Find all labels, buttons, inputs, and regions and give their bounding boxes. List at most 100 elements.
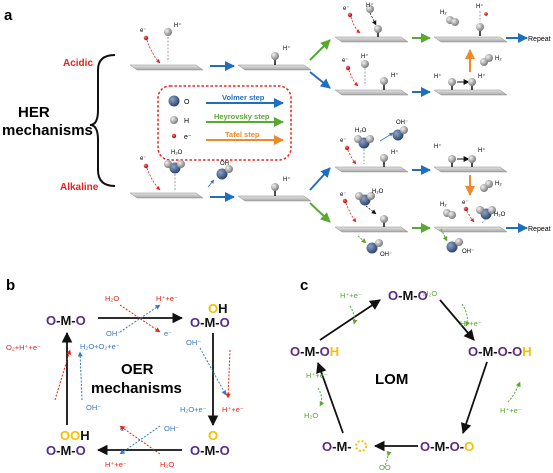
acidic-hplus-label: H⁺ [174, 22, 182, 29]
svg-text:OH⁻: OH⁻ [220, 161, 232, 167]
svg-text:OH⁻: OH⁻ [86, 403, 101, 412]
svg-text:H⁺: H⁺ [476, 3, 484, 10]
oer-label-hpe-3: H⁺+e⁻ [105, 460, 127, 469]
svg-text:e⁻: e⁻ [140, 156, 147, 162]
alkaline-heyrovsky-slab: e⁻ H₂O [334, 189, 409, 233]
legend-o-label: O [184, 99, 190, 106]
oer-label-h2oe: H₂O+e⁻ [180, 405, 207, 414]
acidic-e-label: e⁻ [140, 28, 147, 34]
svg-text:H⁺: H⁺ [434, 143, 442, 150]
svg-text:H₂O: H₂O [355, 128, 367, 134]
acidic-h2-label-1: H₂ [440, 10, 447, 16]
svg-text:OH⁻: OH⁻ [462, 249, 474, 255]
lom-species-right: O-M-O-OH [468, 344, 532, 359]
alkaline-hads-slab: H⁺ [237, 176, 312, 202]
her-title-line2: mechanisms [2, 122, 93, 139]
acidic-tafel-slab: H⁺ H⁺ [433, 73, 508, 96]
panel-label-c: c [300, 277, 308, 294]
svg-text:H₂: H₂ [495, 181, 502, 187]
oxygen-vacancy-icon [355, 440, 367, 452]
alkaline-initial-slab: e⁻ H₂O [129, 150, 204, 199]
lom-species-bottom-left: O-M- [322, 439, 367, 454]
volmer-arrow-acidic-2 [309, 71, 331, 89]
svg-text:H⁺: H⁺ [391, 149, 399, 156]
oer-species-bottom-right: O O-M-O [190, 428, 230, 458]
svg-text:O-M-O-O: O-M-O-O [420, 439, 474, 454]
lom-label-hpe-3: H⁺+e⁻ [306, 371, 328, 380]
svg-text:H₂O: H₂O [372, 189, 384, 195]
acidic-label: Acidic [63, 58, 93, 69]
oer-center-line1: OER [121, 361, 154, 378]
lom-species-left: O-M-OH [290, 344, 339, 359]
alkaline-tafel-slab: H⁺ H⁺ [433, 143, 508, 173]
svg-text:O-M-O: O-M-O [190, 443, 230, 458]
svg-text:OOH: OOH [60, 428, 90, 443]
svg-text:H⁺: H⁺ [478, 73, 486, 80]
lom-center: LOM [375, 371, 408, 388]
svg-text:OH⁻: OH⁻ [396, 120, 408, 126]
svg-text:e⁻: e⁻ [342, 58, 349, 64]
svg-text:H₂O: H₂O [494, 212, 506, 218]
svg-text:OH⁻: OH⁻ [164, 424, 179, 433]
legend-e-label: e⁻ [184, 134, 192, 141]
alkaline-label: Alkaline [60, 182, 99, 193]
svg-text:H₂O: H₂O [171, 150, 183, 156]
oer-label-hpe-1: H⁺+e⁻ [156, 294, 178, 303]
svg-text:O: O [208, 428, 218, 443]
legend-h-label: H [184, 118, 189, 125]
svg-text:OH: OH [208, 301, 228, 316]
alkaline-ohminus-2: OH⁻ [366, 239, 392, 258]
lom-label-hpe-4: H⁺+e⁻ [500, 406, 522, 415]
panel-label-b: b [6, 277, 15, 294]
her-brace [89, 54, 116, 187]
svg-text:H⁺: H⁺ [366, 2, 374, 9]
alkaline-ohminus: OH⁻ [216, 161, 233, 180]
svg-text:e⁻: e⁻ [340, 192, 347, 198]
lom-label-hpe-1: H⁺+e⁻ [340, 291, 362, 300]
svg-text:OH⁻: OH⁻ [186, 338, 201, 347]
svg-text:e⁻: e⁻ [164, 329, 172, 338]
oer-center-line2: mechanisms [91, 380, 182, 397]
lom-species-top: O-M-O [388, 288, 428, 303]
repeat-label-2: Repeat [528, 226, 551, 233]
acidic-second-volmer-slab: e⁻ H⁺ H⁺ [334, 53, 409, 96]
svg-text:e⁻: e⁻ [120, 424, 128, 433]
oer-label-h2oo2e: H₂O+O₂+e⁻ [80, 342, 120, 351]
svg-text:O-M-O: O-M-O [46, 443, 86, 458]
svg-text:e⁻: e⁻ [462, 200, 469, 206]
svg-text:O-M-O: O-M-O [46, 313, 86, 328]
acidic-heyrovsky-slab: e⁻ H⁺ [334, 2, 409, 43]
oer-species-bottom-left: OOH O-M-O [46, 428, 90, 458]
svg-text:OH⁻: OH⁻ [106, 329, 121, 338]
svg-text:H₂O: H₂O [160, 460, 174, 469]
svg-text:H₂O: H₂O [423, 289, 437, 298]
svg-text:H⁺: H⁺ [391, 72, 399, 79]
alkaline-h2-release-slab: H₂ OH⁻ e⁻ H₂O [433, 200, 508, 255]
svg-text:H⁺: H⁺ [478, 147, 486, 154]
legend-volmer: Volmer step [222, 93, 265, 102]
svg-text:H₂: H₂ [495, 56, 502, 62]
panel-label-a: a [4, 7, 13, 24]
acidic-h2-tafel: H₂ [480, 54, 502, 66]
svg-text:H₂O: H₂O [105, 294, 119, 303]
svg-text:e⁻: e⁻ [343, 6, 350, 12]
lom-label-hpe-2: H⁺+e⁻ [460, 319, 482, 328]
svg-text:O-M-O-OH: O-M-O-OH [468, 344, 532, 359]
alkaline-h2-tafel: H₂ [480, 180, 502, 192]
svg-text:O-M-: O-M- [322, 439, 352, 454]
svg-text:e⁻: e⁻ [340, 138, 347, 144]
svg-text:O-M-O: O-M-O [190, 315, 230, 330]
acidic-hads-label: H⁺ [283, 45, 291, 52]
svg-text:O-M-OH: O-M-OH [290, 344, 339, 359]
acidic-initial-slab: e⁻ H⁺ [129, 22, 204, 71]
repeat-label-1: Repeat [528, 36, 551, 43]
oer-label-o2hpe: O₂+H⁺+e⁻ [6, 343, 41, 352]
legend-heyrovsky: Heyrovsky step [214, 112, 270, 121]
svg-text:H⁺: H⁺ [283, 176, 291, 183]
svg-text:H₂O: H₂O [304, 411, 318, 420]
oer-species-top-left: O-M-O [46, 313, 86, 328]
acidic-h2-release-slab-1: H₂ H⁺ [433, 3, 508, 43]
svg-text:H⁺: H⁺ [361, 53, 369, 60]
